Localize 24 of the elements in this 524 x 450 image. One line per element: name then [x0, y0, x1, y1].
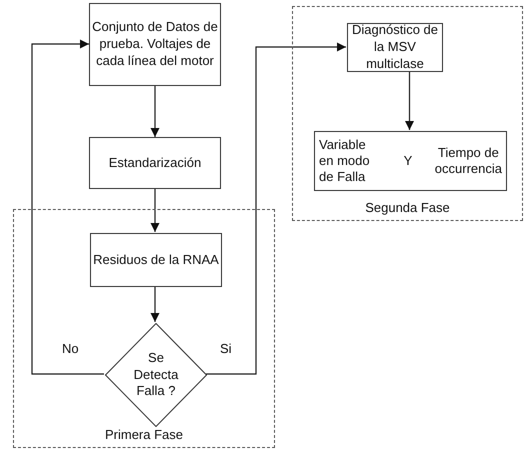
- edge-label: Si: [218, 341, 234, 356]
- node-text: Residuos de la RNAA: [93, 252, 219, 268]
- node-text: Y: [404, 152, 412, 170]
- phase-region: [13, 209, 275, 448]
- arrow: [150, 86, 160, 137]
- node-text: Se Detecta Falla ?: [134, 350, 178, 400]
- process-box: [314, 131, 507, 191]
- arrow: [150, 189, 160, 232]
- process-box: [89, 3, 221, 86]
- arrow: [150, 286, 160, 322]
- edge-label: No: [60, 341, 81, 356]
- node-text: Variable en modo de Falla: [319, 136, 371, 186]
- arrow: [405, 71, 414, 130]
- process-box: [89, 137, 221, 189]
- region-label: Segunda Fase: [365, 200, 450, 217]
- node-text: Diagnóstico de la MSV multiclase: [351, 22, 439, 73]
- node-text: Estandarización: [108, 154, 202, 172]
- arrow: [31, 40, 104, 375]
- phase-region: [292, 6, 523, 221]
- process-box: [90, 233, 222, 287]
- node-text: Conjunto de Datos de prueba. Voltajes de cada línea del motor: [91, 19, 219, 70]
- node-text: Tiempo de occurrencia: [434, 144, 502, 178]
- arrow: [206, 42, 346, 375]
- region-label: Primera Fase: [104, 427, 184, 444]
